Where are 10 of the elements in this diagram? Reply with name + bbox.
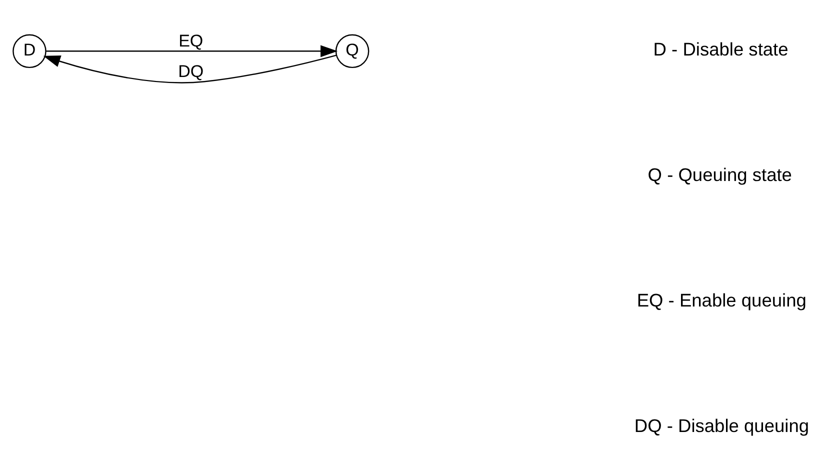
node-circle: D: [12, 34, 46, 68]
label: DQ - Disable queuing: [634, 414, 810, 436]
node-circle: Q: [335, 34, 370, 68]
arrow: [43, 54, 336, 83]
arrow: [46, 44, 338, 57]
edge-label: DQ: [178, 61, 204, 80]
label: Q - Queuing state: [648, 163, 792, 184]
label: D - Disable state: [653, 38, 788, 59]
label: EQ - Enable queuing: [636, 288, 806, 310]
edge-label: EQ: [178, 31, 204, 50]
